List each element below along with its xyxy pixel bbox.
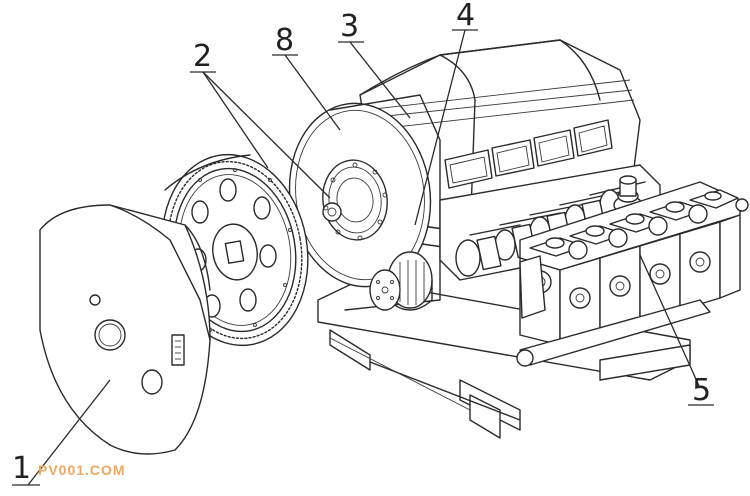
leader-lines bbox=[12, 29, 714, 486]
callout-3: 3 bbox=[340, 9, 359, 44]
pinion-shaft bbox=[369, 251, 433, 311]
fluid-end-modules bbox=[516, 181, 749, 367]
callout-2: 2 bbox=[193, 39, 212, 74]
callout-4: 4 bbox=[456, 0, 475, 33]
watermark-text: PV001.COM bbox=[38, 462, 126, 478]
side-cover bbox=[288, 94, 441, 311]
callout-5: 5 bbox=[692, 373, 711, 408]
callout-8: 8 bbox=[275, 23, 294, 58]
callout-1: 1 bbox=[12, 451, 31, 486]
crosshead-assemblies bbox=[439, 164, 661, 281]
gear-cover bbox=[39, 204, 211, 455]
inspection-covers bbox=[444, 119, 613, 189]
